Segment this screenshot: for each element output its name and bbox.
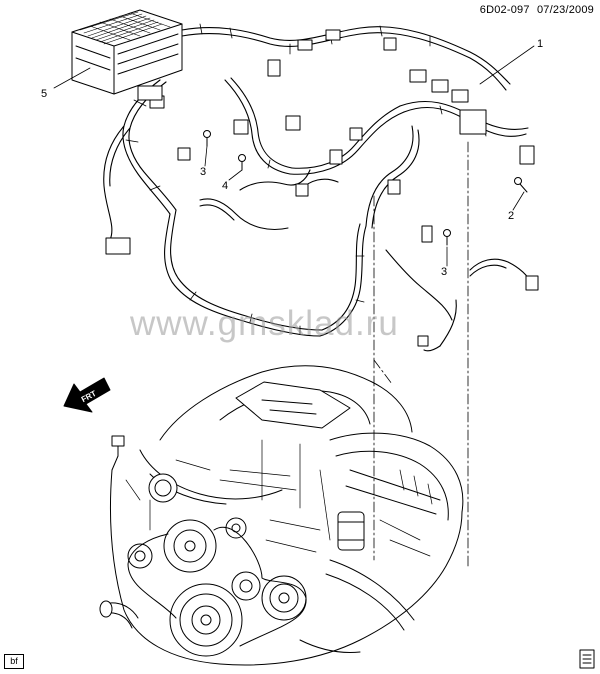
- callout-5: 5: [41, 88, 48, 100]
- wiring-harness: [103, 23, 533, 352]
- callout-2: 2: [508, 210, 515, 222]
- callout-3-lower: 3: [441, 266, 448, 278]
- diagram-header: 6D02-097 07/23/2009: [480, 4, 594, 16]
- engine-assembly: [99, 365, 464, 666]
- document-icon: [579, 649, 595, 669]
- callout-3-upper: 3: [200, 166, 207, 178]
- fasteners: [203, 130, 528, 246]
- watermark: www.gmsklad.ru: [130, 304, 399, 343]
- callout-4: 4: [222, 180, 229, 192]
- diagram-date: 07/23/2009: [536, 4, 594, 16]
- leader-lines: [53, 45, 535, 567]
- diagram-code: 6D02-097: [479, 4, 530, 16]
- corner-tag: bf: [4, 654, 24, 669]
- front-arrow-icon: [63, 377, 111, 413]
- fuse-box: [71, 9, 183, 95]
- harness-connectors: [105, 29, 539, 347]
- callout-1: 1: [537, 38, 544, 50]
